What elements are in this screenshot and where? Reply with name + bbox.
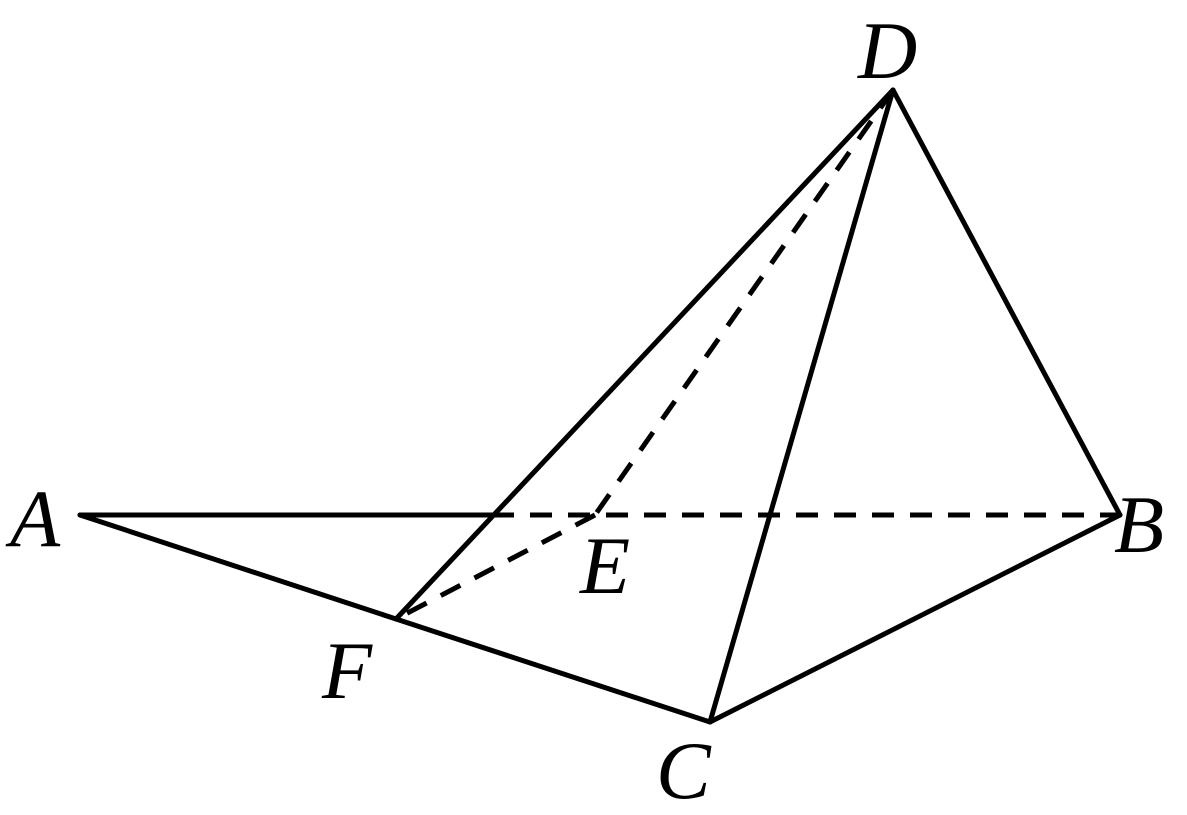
edge-dc xyxy=(707,87,896,725)
vertex-labels: A B C D E F xyxy=(5,5,1164,815)
vertex-label-e: E xyxy=(579,520,630,611)
vertex-label-a: A xyxy=(5,473,61,564)
edge-af xyxy=(77,512,399,622)
edge-ef xyxy=(394,512,597,622)
edges-group xyxy=(77,87,1123,725)
edge-de xyxy=(592,88,896,517)
vertex-label-c: C xyxy=(656,725,712,815)
edge-fc xyxy=(393,616,713,725)
edge-df xyxy=(393,87,896,622)
edge-cb xyxy=(707,512,1123,725)
edge-db xyxy=(890,87,1123,518)
vertex-label-d: D xyxy=(857,5,917,96)
vertex-label-f: F xyxy=(321,625,373,716)
vertex-label-b: B xyxy=(1114,479,1164,570)
